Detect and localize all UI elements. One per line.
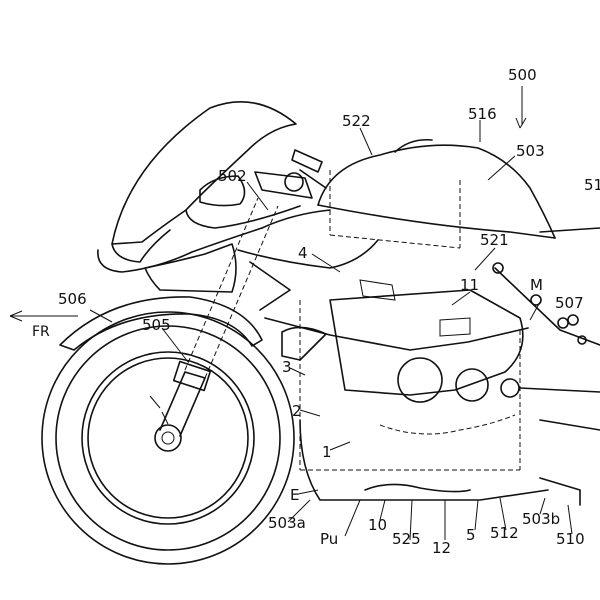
front-fork (149, 197, 279, 437)
label-505: 505 (142, 316, 171, 334)
front-cowl (97, 101, 331, 293)
label-512: 512 (490, 524, 519, 542)
label-522: 522 (342, 112, 371, 130)
label-12: 12 (432, 539, 451, 557)
handlebar (254, 149, 327, 199)
label-4: 4 (298, 244, 308, 262)
label-2: 2 (292, 402, 302, 420)
front-fender (59, 296, 263, 351)
front-direction-arrow (9, 310, 78, 322)
label-502: 502 (218, 167, 247, 185)
label-507: 507 (555, 294, 584, 312)
label-506: 506 (58, 290, 87, 308)
label-1: 1 (322, 443, 332, 461)
label-510: 510 (556, 530, 585, 548)
label-10: 10 (368, 516, 387, 534)
label-5: 5 (466, 526, 476, 544)
leader-lines (89, 86, 573, 541)
label-516: 516 (468, 105, 497, 123)
label-503a: 503a (268, 514, 306, 532)
fuel-tank (317, 138, 556, 249)
label-3: 3 (282, 358, 292, 376)
label-Pu: Pu (320, 530, 338, 548)
label-51-partial: 51 (584, 176, 600, 194)
engine (299, 279, 524, 471)
frame (492, 227, 600, 506)
label-FR: FR (32, 324, 50, 340)
label-503b: 503b (522, 510, 560, 528)
label-11: 11 (460, 276, 479, 294)
reference-labels: 500 516 522 503 51 502 521 4 M 11 507 50… (32, 66, 600, 557)
label-E: E (290, 486, 299, 504)
front-wheel (41, 311, 295, 565)
label-M: M (530, 276, 543, 294)
label-503: 503 (516, 142, 545, 160)
label-500: 500 (508, 66, 537, 84)
label-525: 525 (392, 530, 421, 548)
label-521: 521 (480, 231, 509, 249)
